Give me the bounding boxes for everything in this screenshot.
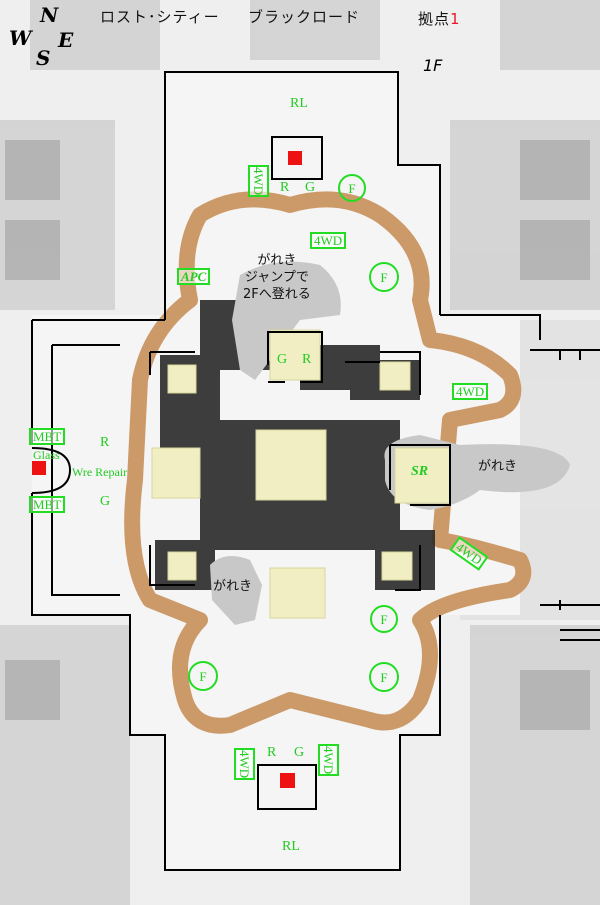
map-title: ロスト･シティー [100,8,220,26]
map-subtitle: ブラックロード [248,8,361,26]
spawn-r-center: R [302,352,312,367]
spawn-r-west: R [100,435,110,450]
rubble-jump-note-line1: がれき [257,253,297,268]
rubble-jump-note-line2: ジャンプで [244,269,309,285]
flag-south-right-upper: F [370,605,398,633]
spawn-g-center: G [277,352,288,367]
spawn-g-north: G [305,180,316,195]
rubble-jump-note-line3: 2Fへ登れる [243,286,311,302]
flag-south-right-lower: F [369,662,399,692]
compass-north: N [40,3,59,27]
base-number: 1 [450,10,461,28]
brown-ring [124,191,532,734]
spawn-r-south: R [267,745,277,760]
vehicle-4wd-north-left: 4WD [248,165,269,198]
flag-north-right: F [338,174,366,202]
vehicle-4wd-south-left: 4WD [234,748,255,781]
walls [31,71,600,871]
base-label-text: 拠点 [418,10,451,28]
objective-marker-west [32,461,46,475]
rubble-south-label: がれき [213,579,253,594]
vehicle-mbt-bottom: MBT [29,496,66,513]
spawn-sr: SR [411,464,429,479]
objective-marker-south [280,773,295,788]
spawn-g-west: G [100,494,111,509]
compass-west: W [9,26,32,50]
rl-north-label: RL [290,96,308,111]
vehicle-mbt-top: MBT [29,428,66,445]
pillars [151,329,451,619]
compass-east: E [58,28,74,52]
compass-south: S [36,46,51,70]
rubble-east-label: がれき [478,459,518,474]
vehicle-4wd-north-center: 4WD [310,232,347,249]
background-dark-blocks [5,140,590,730]
flag-north-center: F [369,262,399,292]
objective-marker-north [288,151,302,165]
rubble-jump-note: がれき ジャンプで 2Fへ登れる [243,253,311,304]
spawn-r-north: R [280,180,290,195]
base-label: 拠点1 [418,12,461,27]
floor-label: 1F [423,56,443,75]
glass-label: Glass [33,448,60,462]
vehicle-4wd-south-right: 4WD [318,744,339,777]
spawn-g-south: G [294,745,305,760]
vehicle-apc: APC [177,268,211,285]
vehicle-4wd-east: 4WD [452,383,489,400]
wire-repair-label: Wre Repair [72,465,128,479]
rl-south-label: RL [282,839,300,854]
flag-south-left: F [188,661,218,691]
